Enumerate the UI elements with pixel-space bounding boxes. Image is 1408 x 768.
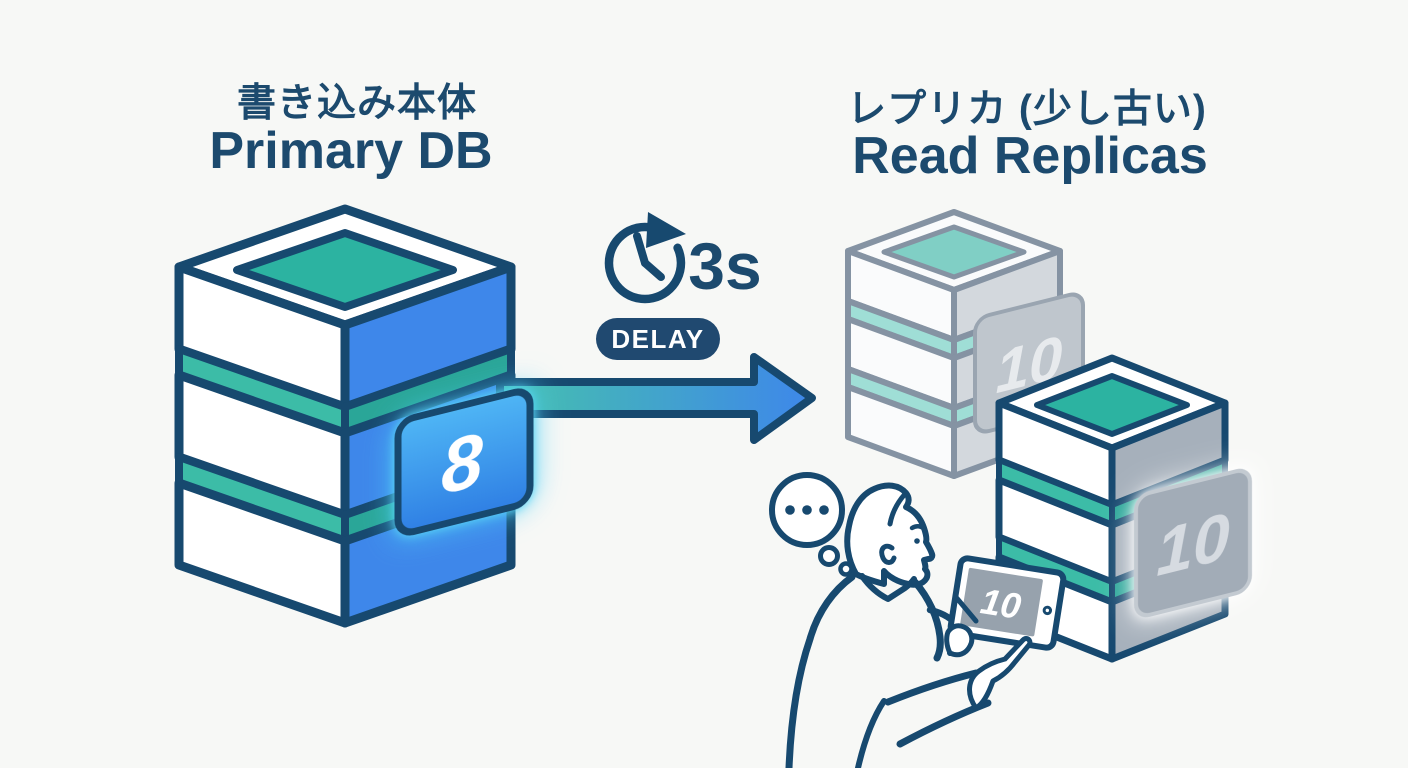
replica-front-value: 10 xyxy=(1156,499,1229,591)
read-replicas-label-en: Read Replicas xyxy=(852,127,1208,185)
primary-value: 8 xyxy=(441,417,483,511)
delay-badge-label: DELAY xyxy=(611,324,704,354)
tablet-home-button xyxy=(1042,605,1053,616)
delay-time-label: 3s xyxy=(688,229,761,303)
person-eye xyxy=(914,538,920,544)
primary-value-badge: 8 xyxy=(394,388,534,536)
replica-front-value-badge: 10 xyxy=(1134,468,1252,618)
primary-db-label-jp: 書き込み本体 xyxy=(236,82,477,125)
read-replicas-label-jp: レプリカ (少し古い) xyxy=(847,88,1207,131)
person-head xyxy=(844,482,936,588)
stylus-hand xyxy=(944,623,975,658)
thought-bubble-icon xyxy=(769,472,854,577)
replica-db-stack-faded xyxy=(845,209,1063,479)
primary-db-label-en: Primary DB xyxy=(209,122,493,180)
clock-refresh-icon xyxy=(604,212,686,304)
pointing-hand xyxy=(967,636,1033,711)
person-reading xyxy=(785,482,992,768)
delay-badge: DELAY xyxy=(596,318,720,360)
replication-arrow xyxy=(496,353,816,444)
tablet-screen xyxy=(960,567,1043,637)
stylus xyxy=(952,593,979,624)
tablet-value: 10 xyxy=(978,580,1024,627)
person-hands xyxy=(944,593,1033,711)
